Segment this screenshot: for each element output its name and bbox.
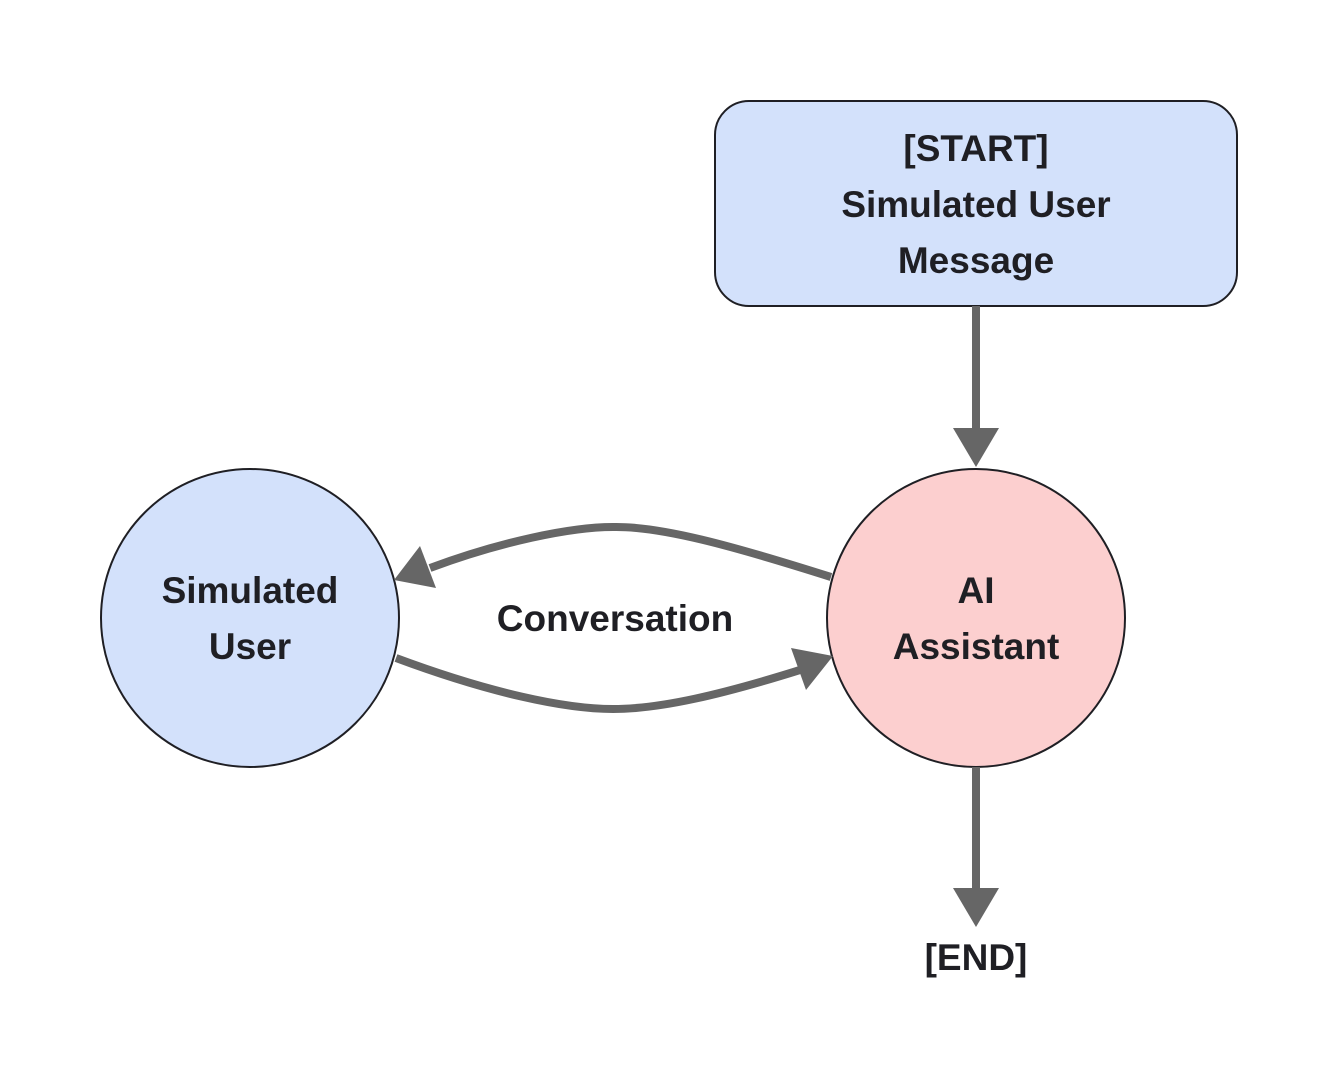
ai-assistant-circle <box>826 468 1126 768</box>
edge-assistant-to-user <box>394 522 833 588</box>
ai-assistant-label-line1: AI <box>958 570 995 611</box>
edge-assistant-to-user-curve <box>428 522 833 581</box>
ai-assistant-label-line2: Assistant <box>893 626 1060 667</box>
start-node-label-line3: Message <box>898 240 1054 281</box>
start-node-label-line1: [START] <box>903 128 1048 169</box>
ai-assistant-node: AI Assistant <box>826 468 1126 768</box>
edge-start-to-assistant-arrowhead <box>953 428 999 467</box>
edge-user-to-assistant-arrowhead <box>791 648 833 690</box>
edge-assistant-to-end-arrowhead <box>953 888 999 927</box>
edge-assistant-to-end <box>953 767 999 927</box>
end-node-label: [END] <box>925 937 1028 978</box>
start-node: [START] Simulated User Message <box>714 100 1238 307</box>
simulated-user-label-line2: User <box>209 626 291 667</box>
edge-start-to-assistant <box>953 306 999 467</box>
conversation-edge-label: Conversation <box>497 598 733 639</box>
edge-assistant-to-user-arrowhead <box>394 546 436 588</box>
simulated-user-node: Simulated User <box>100 468 400 768</box>
edge-user-to-assistant <box>394 648 833 714</box>
simulated-user-circle <box>100 468 400 768</box>
start-node-label-line2: Simulated User <box>841 184 1110 225</box>
edge-user-to-assistant-curve <box>394 654 802 714</box>
simulated-user-label-line1: Simulated <box>162 570 339 611</box>
